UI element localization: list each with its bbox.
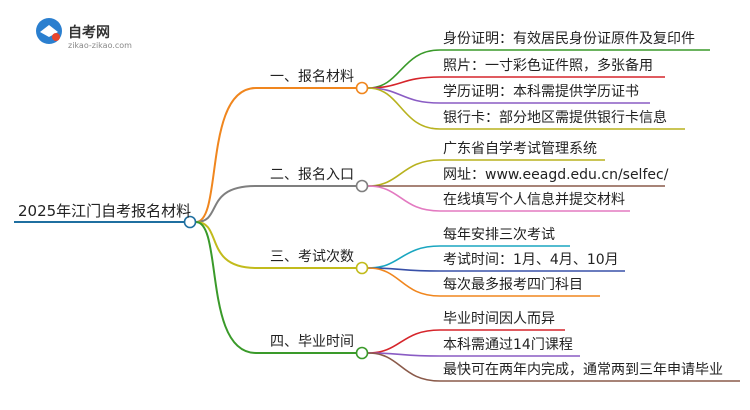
leaf-connector-3-1 <box>367 245 441 269</box>
leaf-label-2-3[interactable]: 在线填写个人信息并提交材料 <box>443 192 625 208</box>
branch-connector-1 <box>195 87 257 223</box>
leaf-connector-3-3 <box>367 267 441 297</box>
branch-node-3 <box>355 261 369 275</box>
leaf-connector-2-3 <box>367 185 441 212</box>
logo-icon <box>36 18 62 44</box>
leaf-connector-1-4 <box>367 87 441 130</box>
branch-label-1[interactable]: 一、报名材料 <box>270 69 354 85</box>
leaf-label-1-2[interactable]: 照片：一寸彩色证件照，多张备用 <box>443 58 653 74</box>
branch-label-4[interactable]: 四、毕业时间 <box>270 334 354 350</box>
leaf-label-2-2[interactable]: 网址：www.eeagd.edu.cn/selfec/ <box>443 167 669 183</box>
root-node <box>183 215 197 229</box>
branch-connector-3 <box>195 221 257 269</box>
site-logo[interactable]: 自考网 zikao-zikao.com <box>34 16 164 52</box>
leaf-label-2-1[interactable]: 广东省自学考试管理系统 <box>443 141 597 157</box>
leaf-label-3-1[interactable]: 每年安排三次考试 <box>443 227 555 243</box>
logo-subtitle: zikao-zikao.com <box>68 41 132 50</box>
leaf-label-1-4[interactable]: 银行卡：部分地区需提供银行卡信息 <box>443 110 667 126</box>
branch-node-2 <box>355 179 369 193</box>
branch-label-2[interactable]: 二、报名入口 <box>270 167 354 183</box>
logo-title: 自考网 <box>68 25 110 41</box>
leaf-label-4-2[interactable]: 本科需通过14门课程 <box>443 337 573 353</box>
leaf-label-3-3[interactable]: 每次最多报考四门科目 <box>443 277 583 293</box>
leaf-label-4-1[interactable]: 毕业时间因人而异 <box>443 311 555 327</box>
leaf-connector-4-3 <box>367 352 441 382</box>
leaf-connector-4-1 <box>367 329 441 354</box>
branch-node-1 <box>355 81 369 95</box>
leaf-label-4-3[interactable]: 最快可在两年内完成，通常两到三年申请毕业 <box>443 362 723 378</box>
branch-connector-4 <box>195 221 257 354</box>
branch-connector-2 <box>195 185 257 223</box>
leaf-connector-2-1 <box>367 159 441 187</box>
leaf-label-1-1[interactable]: 身份证明：有效居民身份证原件及复印件 <box>443 31 695 47</box>
leaf-connector-1-1 <box>367 49 441 89</box>
leaf-label-3-2[interactable]: 考试时间：1月、4月、10月 <box>443 252 619 268</box>
branch-label-3[interactable]: 三、考试次数 <box>270 249 354 265</box>
leaf-label-1-3[interactable]: 学历证明：本科需提供学历证书 <box>443 84 639 100</box>
root-label[interactable]: 2025年江门自考报名材料 <box>18 202 192 220</box>
branch-node-4 <box>355 346 369 360</box>
